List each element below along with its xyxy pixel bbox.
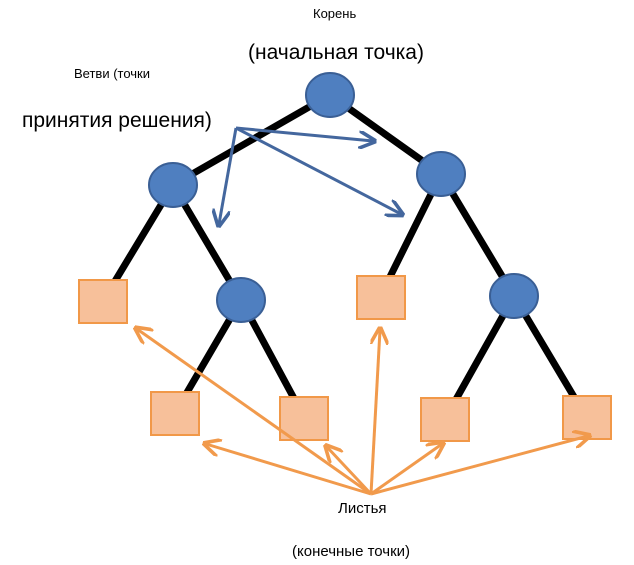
tree-edges	[99, 91, 590, 423]
edge-right-node	[437, 170, 518, 300]
leaf-arrows	[137, 329, 588, 496]
leaf-arrow-5	[370, 444, 442, 496]
branch-arrow-to-inner-left	[219, 127, 238, 224]
branches-label-line2: принятия решения)	[22, 109, 212, 132]
branches-label-line1: Ветви (точки	[74, 66, 151, 81]
root-label: Корень	[313, 6, 357, 21]
leaf-6	[562, 395, 612, 440]
edge-root-left	[169, 91, 334, 189]
decision-node-right	[416, 151, 466, 197]
decision-nodes	[148, 72, 539, 323]
leaf-arrow-1	[137, 329, 372, 496]
leaf-arrow-2	[206, 444, 372, 496]
leaf-arrow-3	[327, 447, 373, 496]
leaves-label: Листья	[338, 500, 387, 517]
root-node	[305, 72, 355, 118]
root-sublabel: (начальная точка)	[248, 41, 424, 64]
branch-arrow-to-right-edge	[235, 126, 373, 141]
decision-node-left-inner	[216, 277, 266, 323]
leaf-1	[78, 279, 128, 324]
branch-arrow-to-right-inner	[235, 126, 401, 214]
leaf-arrow-4	[369, 330, 380, 495]
leaf-arrow-6	[370, 436, 588, 496]
branch-arrows	[219, 126, 401, 224]
leaf-nodes	[78, 275, 612, 442]
decision-node-right-inner	[489, 273, 539, 319]
leaf-5	[420, 397, 470, 442]
leaf-2	[150, 391, 200, 436]
decision-node-left	[148, 162, 198, 208]
leaf-3	[279, 396, 329, 441]
leaves-sublabel: (конечные точки)	[292, 543, 411, 560]
leaf-4	[356, 275, 406, 320]
